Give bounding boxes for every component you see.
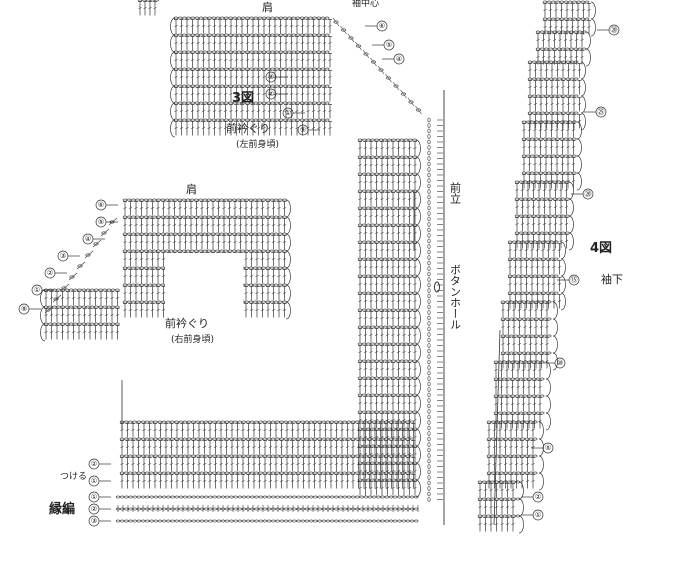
edging-label: 縁編	[49, 501, 75, 517]
figure-4-label: 4図	[590, 241, 612, 256]
row-mark-group-fig3-left: ⑥ ⑤ ④ ③ ② ① ⑨	[18, 199, 118, 315]
row-mark: ②	[47, 269, 53, 277]
sleeve-center-label: 袖中心	[352, 0, 379, 9]
outline-layer	[165, 253, 243, 343]
row-mark: ⑳	[611, 26, 618, 34]
row-mark-group-fig3-bottom: ② ① ① ② ③	[88, 458, 111, 527]
row-mark: ①	[535, 511, 541, 519]
row-mark: ⑮	[571, 276, 578, 284]
row-mark: ⑥	[98, 201, 104, 209]
front-band-label: 前立	[449, 181, 462, 204]
sleeve-under-label: 袖下	[601, 272, 623, 286]
row-mark: ⑤	[98, 218, 104, 226]
row-mark: ④	[85, 235, 91, 243]
row-mark: ㉕	[598, 108, 605, 116]
row-mark-group-fig4: ⑳ ㉕ ⑳ ⑮ ⑩ ⑤ ② ①	[521, 24, 620, 521]
row-mark-group-fig3-top: ⑥ ⑤ ④ ③ ② ① ⑨	[265, 20, 405, 136]
neck-left-subtitle: (左前身頃)	[236, 138, 279, 150]
row-mark: ②	[535, 493, 541, 501]
neck-right-title: 前衿ぐり	[165, 316, 209, 330]
shoulder-label-top: 肩	[262, 0, 273, 14]
row-mark: ①	[91, 477, 97, 485]
row-mark: ③	[60, 252, 66, 260]
row-mark: ⑥	[379, 22, 385, 30]
row-mark: ④	[396, 55, 402, 63]
shoulder-label-left: 肩	[186, 182, 197, 196]
attach-label: つける	[60, 471, 87, 482]
row-mark: ⑳	[585, 190, 592, 198]
row-mark: ⑨	[21, 305, 27, 313]
row-mark: ⑤	[386, 41, 392, 49]
buttonhole-label: ボタンホール	[449, 264, 462, 330]
row-mark: ③	[268, 73, 274, 81]
figure-3-label: 3図	[232, 91, 254, 106]
row-mark: ⑤	[545, 444, 551, 452]
neck-left-title: 前衿ぐり	[226, 121, 270, 135]
stitch-layer	[40, 0, 596, 534]
row-mark: ⑨	[300, 126, 306, 134]
row-mark: ②	[91, 460, 97, 468]
row-mark: ①	[285, 109, 291, 117]
neck-right-subtitle: (右前身頃)	[171, 333, 214, 345]
row-mark: ①	[34, 286, 40, 294]
row-mark: ②	[268, 90, 274, 98]
row-mark: ②	[91, 505, 97, 513]
row-mark: ③	[91, 517, 97, 525]
row-mark: ⑩	[557, 359, 563, 367]
row-mark: ①	[91, 493, 97, 501]
